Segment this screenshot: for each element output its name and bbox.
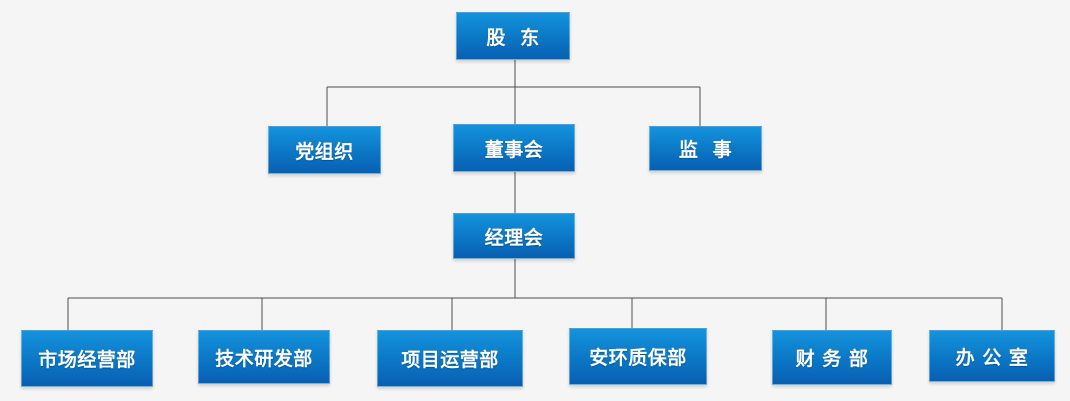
node-party-organization: 党组织 — [268, 126, 381, 174]
node-management-committee: 经理会 — [453, 213, 575, 259]
node-supervisor: 监 事 — [649, 126, 762, 171]
node-office: 办 公 室 — [929, 330, 1055, 382]
node-project-dept: 项目运营部 — [377, 330, 523, 387]
node-safety-dept: 安环质保部 — [569, 328, 707, 385]
node-shareholders: 股 东 — [456, 12, 570, 60]
node-board-of-directors: 董事会 — [453, 124, 575, 172]
node-finance-dept: 财 务 部 — [772, 330, 892, 385]
node-tech-dept: 技术研发部 — [198, 330, 330, 384]
node-market-dept: 市场经营部 — [21, 330, 153, 387]
